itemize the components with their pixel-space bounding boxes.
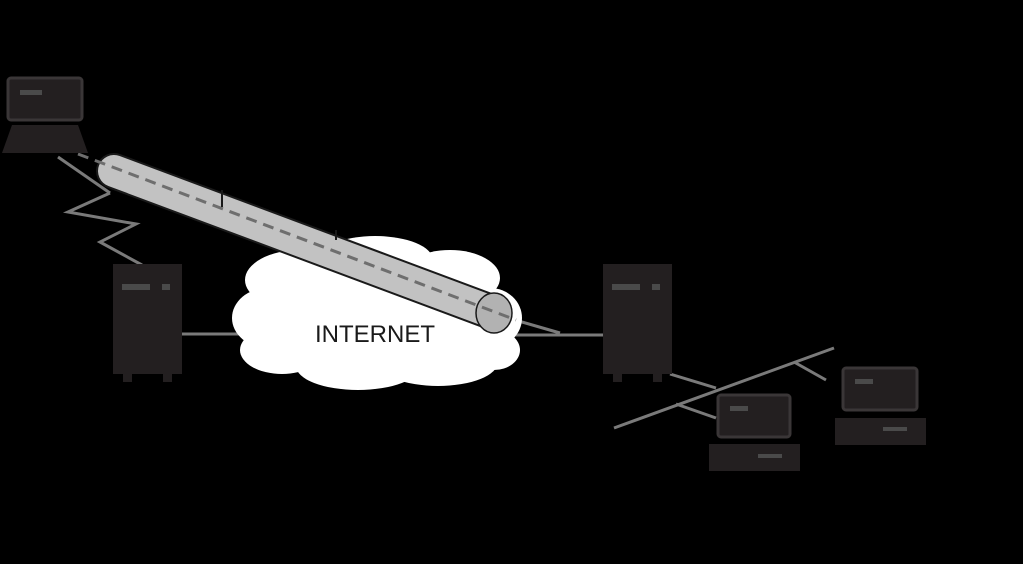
lan-branch-desktop-2 (793, 360, 827, 382)
laptop-icon (2, 76, 88, 153)
tunnel-body (98, 155, 510, 329)
tunnel-dashed-path (77, 152, 517, 322)
server-icon-right (603, 264, 672, 382)
tunnel-end-opening (475, 292, 513, 334)
connection-lines (57, 155, 835, 430)
laptop-link-line (57, 155, 111, 195)
right-server-lan-line (669, 372, 717, 390)
desktop-computer-icon-1 (709, 393, 800, 471)
lan-bus-line-lower (675, 402, 717, 420)
desktop-computer-icon-2 (835, 366, 926, 445)
lan-bus-line-upper (613, 346, 835, 430)
vpn-tunnel (77, 152, 517, 334)
server-icon-left (113, 264, 182, 382)
wireless-link-zigzag (62, 191, 143, 267)
internet-label: INTERNET (315, 321, 435, 348)
